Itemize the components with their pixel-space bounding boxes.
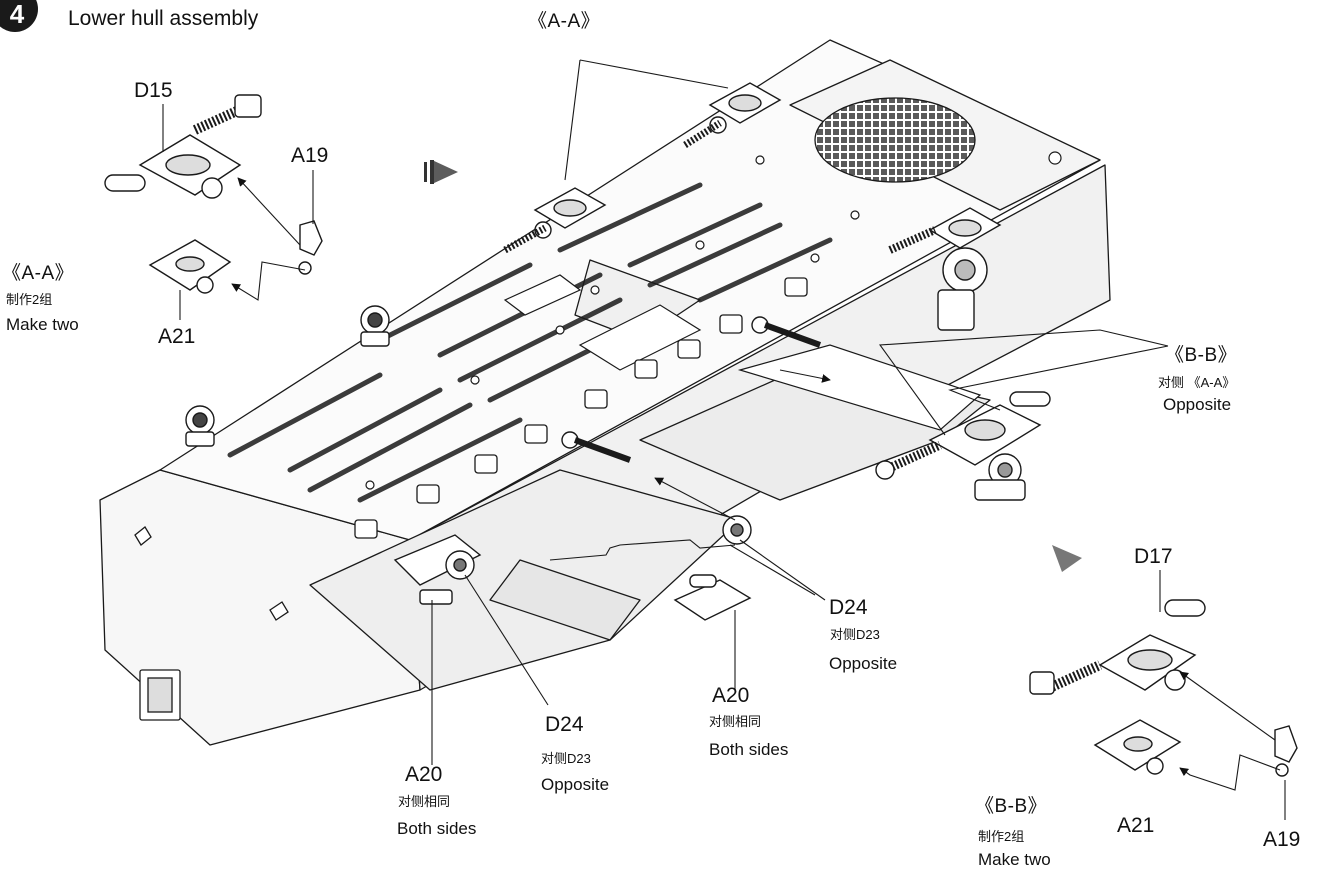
nose-fittings — [134, 526, 289, 721]
note-cn-make-two-aa: 制作2组 — [6, 292, 53, 307]
part-label-a20-right: A20 — [712, 684, 750, 707]
part-label-a21-bb: A21 — [1117, 814, 1155, 837]
engine-grille — [814, 97, 976, 183]
step-title: Lower hull assembly — [68, 7, 259, 30]
part-label-a20-left: A20 — [405, 763, 443, 786]
view-direction-arrows — [424, 160, 1082, 572]
note-both-sides-a20-left: Both sides — [397, 819, 477, 838]
part-label-a21-aa: A21 — [158, 325, 196, 348]
section-marker-aa-top: 《A-A》 — [528, 11, 601, 32]
part-label-d24-left: D24 — [545, 713, 584, 736]
section-label-aa: 《A-A》 — [2, 263, 75, 284]
inset-bb — [1029, 599, 1298, 777]
section-label-bb-hull: 《B-B》 — [1165, 345, 1238, 366]
note-opposite-d24-right: Opposite — [829, 654, 898, 673]
inset-aa — [104, 94, 323, 294]
note-both-sides-a20-right: Both sides — [709, 740, 789, 759]
part-label-d17: D17 — [1134, 545, 1173, 568]
note-cn-d24-right: 对侧D23 — [830, 627, 880, 642]
note-cn-a20-left: 对侧相同 — [398, 794, 451, 809]
note-opposite-bb: Opposite — [1163, 395, 1232, 414]
section-label-bb-inset: 《B-B》 — [975, 796, 1048, 817]
center-suspension — [393, 316, 822, 621]
note-cn-a20-right: 对侧相同 — [709, 714, 762, 729]
note-opposite-d24-left: Opposite — [541, 775, 610, 794]
note-cn-d24-left: 对侧D23 — [541, 751, 591, 766]
mount-brackets — [354, 277, 808, 539]
installed-suspension — [185, 82, 1002, 447]
deck-holes — [365, 151, 1062, 490]
part-label-a19-aa: A19 — [291, 144, 329, 167]
leader-lines — [162, 59, 1286, 820]
note-cn-opposite-bb: 对侧 《A-A》 — [1158, 375, 1236, 390]
part-label-d15: D15 — [134, 79, 173, 102]
part-label-a19-bb: A19 — [1263, 828, 1301, 851]
hatch-plates — [503, 274, 982, 431]
bb-suspension-installed — [875, 391, 1051, 501]
part-label-d24-right: D24 — [829, 596, 868, 619]
note-make-two-aa: Make two — [6, 315, 79, 334]
note-cn-make-two-bb: 制作2组 — [978, 829, 1025, 844]
note-make-two-bb: Make two — [978, 850, 1051, 869]
